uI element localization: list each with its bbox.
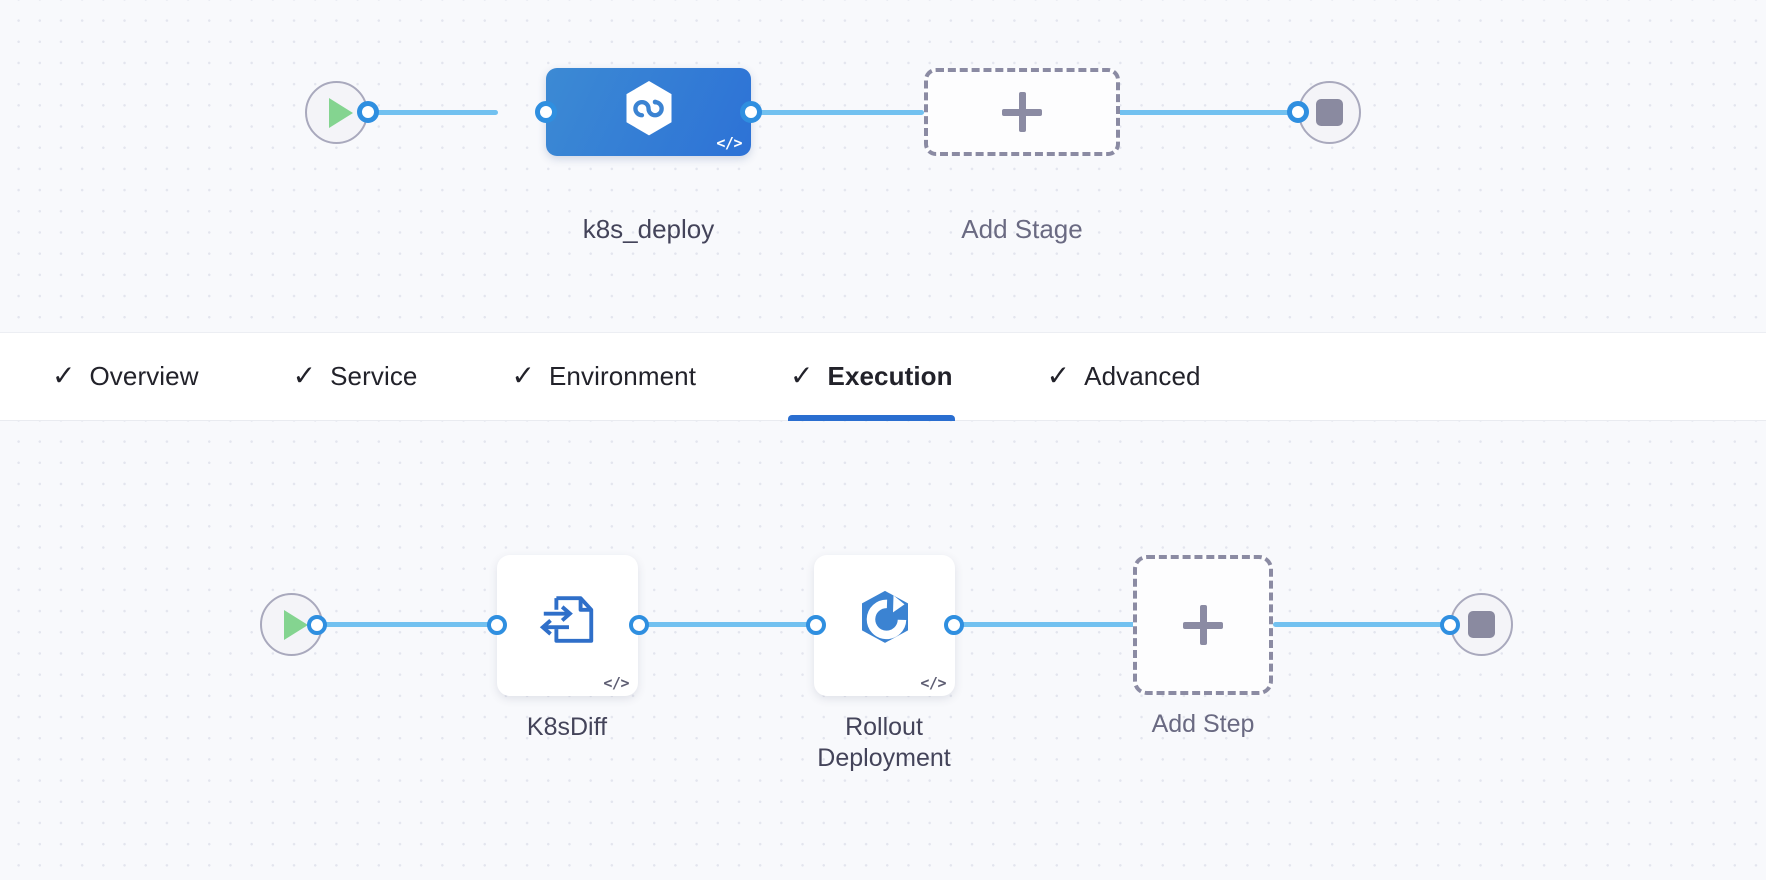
wire-k8sdiff-to-rollout: [630, 622, 815, 627]
step-end-port[interactable]: [1440, 615, 1460, 635]
tab-advanced-label: Advanced: [1084, 361, 1201, 391]
stop-icon: [1468, 611, 1495, 638]
stage-end-port[interactable]: [1287, 101, 1309, 123]
wire-start-to-k8sdiff: [300, 622, 505, 627]
execution-pipeline-row: </> K8sDiff </>: [0, 421, 1766, 880]
step-start-port[interactable]: [307, 615, 327, 635]
tab-execution[interactable]: ✓ Execution: [764, 332, 979, 422]
stop-icon: [1316, 99, 1343, 126]
step-node-rollout-deployment[interactable]: </>: [814, 555, 955, 696]
stage-canvas-grid: [0, 0, 1766, 332]
kubernetes-hexagon-icon: [619, 78, 679, 143]
tab-service-label: Service: [330, 361, 418, 391]
check-icon: ✓: [790, 359, 814, 391]
k8sdiff-input-port[interactable]: [487, 615, 507, 635]
rollout-output-port[interactable]: [944, 615, 964, 635]
wire-add-step-to-end: [1273, 622, 1463, 627]
play-icon: [328, 97, 353, 128]
add-step-label: Add Step: [1151, 710, 1255, 738]
check-icon: ✓: [511, 359, 535, 391]
step-node-k8s-diff[interactable]: </>: [497, 555, 638, 696]
wire-k8s-deploy-to-add-stage: [662, 110, 924, 115]
rollout-input-port[interactable]: [806, 615, 826, 635]
plus-icon: [1002, 92, 1042, 132]
wire-rollout-to-add-step: [940, 622, 1135, 627]
step-code-badge[interactable]: </>: [920, 674, 946, 692]
stage-code-badge[interactable]: </>: [716, 134, 742, 152]
rollout-hexagon-icon: [849, 582, 921, 659]
k8sdiff-output-port[interactable]: [629, 615, 649, 635]
add-step-button[interactable]: [1133, 555, 1273, 695]
plus-icon: [1183, 605, 1223, 645]
stage-node-input-port[interactable]: [535, 101, 557, 123]
step-code-badge[interactable]: </>: [603, 674, 629, 692]
stage-pipeline-row: </> k8s_deploy Add Stage: [0, 0, 1766, 332]
stage-node-k8s-deploy[interactable]: </>: [546, 68, 751, 156]
stage-start-port[interactable]: [357, 101, 379, 123]
tab-service[interactable]: ✓ Service: [267, 332, 444, 421]
tab-active-underline: [788, 415, 955, 422]
stage-config-tabs: ✓ Overview ✓ Service ✓ Environment ✓ Exe…: [0, 332, 1766, 422]
wire-start-to-k8s-deploy: [328, 110, 498, 115]
tab-advanced[interactable]: ✓ Advanced: [1021, 332, 1227, 421]
tab-environment-label: Environment: [548, 361, 697, 391]
wire-add-stage-to-end: [1114, 110, 1294, 115]
tab-overview-label: Overview: [89, 361, 199, 391]
add-stage-label: Add Stage: [961, 214, 1083, 244]
check-icon: ✓: [292, 359, 317, 391]
tab-execution-label: Execution: [827, 361, 953, 391]
step-node-k8s-diff-label: K8sDiff: [526, 713, 608, 741]
check-icon: ✓: [52, 359, 76, 391]
check-icon: ✓: [1046, 359, 1071, 391]
step-node-rollout-label: Rollout Deployment: [817, 713, 951, 772]
stage-node-output-port[interactable]: [740, 101, 762, 123]
file-swap-icon: [537, 588, 599, 655]
tab-environment[interactable]: ✓ Environment: [486, 332, 723, 421]
play-icon: [283, 609, 308, 640]
add-stage-button[interactable]: [924, 68, 1120, 156]
stage-node-label: k8s_deploy: [582, 214, 715, 244]
tab-overview[interactable]: ✓ Overview: [26, 332, 225, 421]
